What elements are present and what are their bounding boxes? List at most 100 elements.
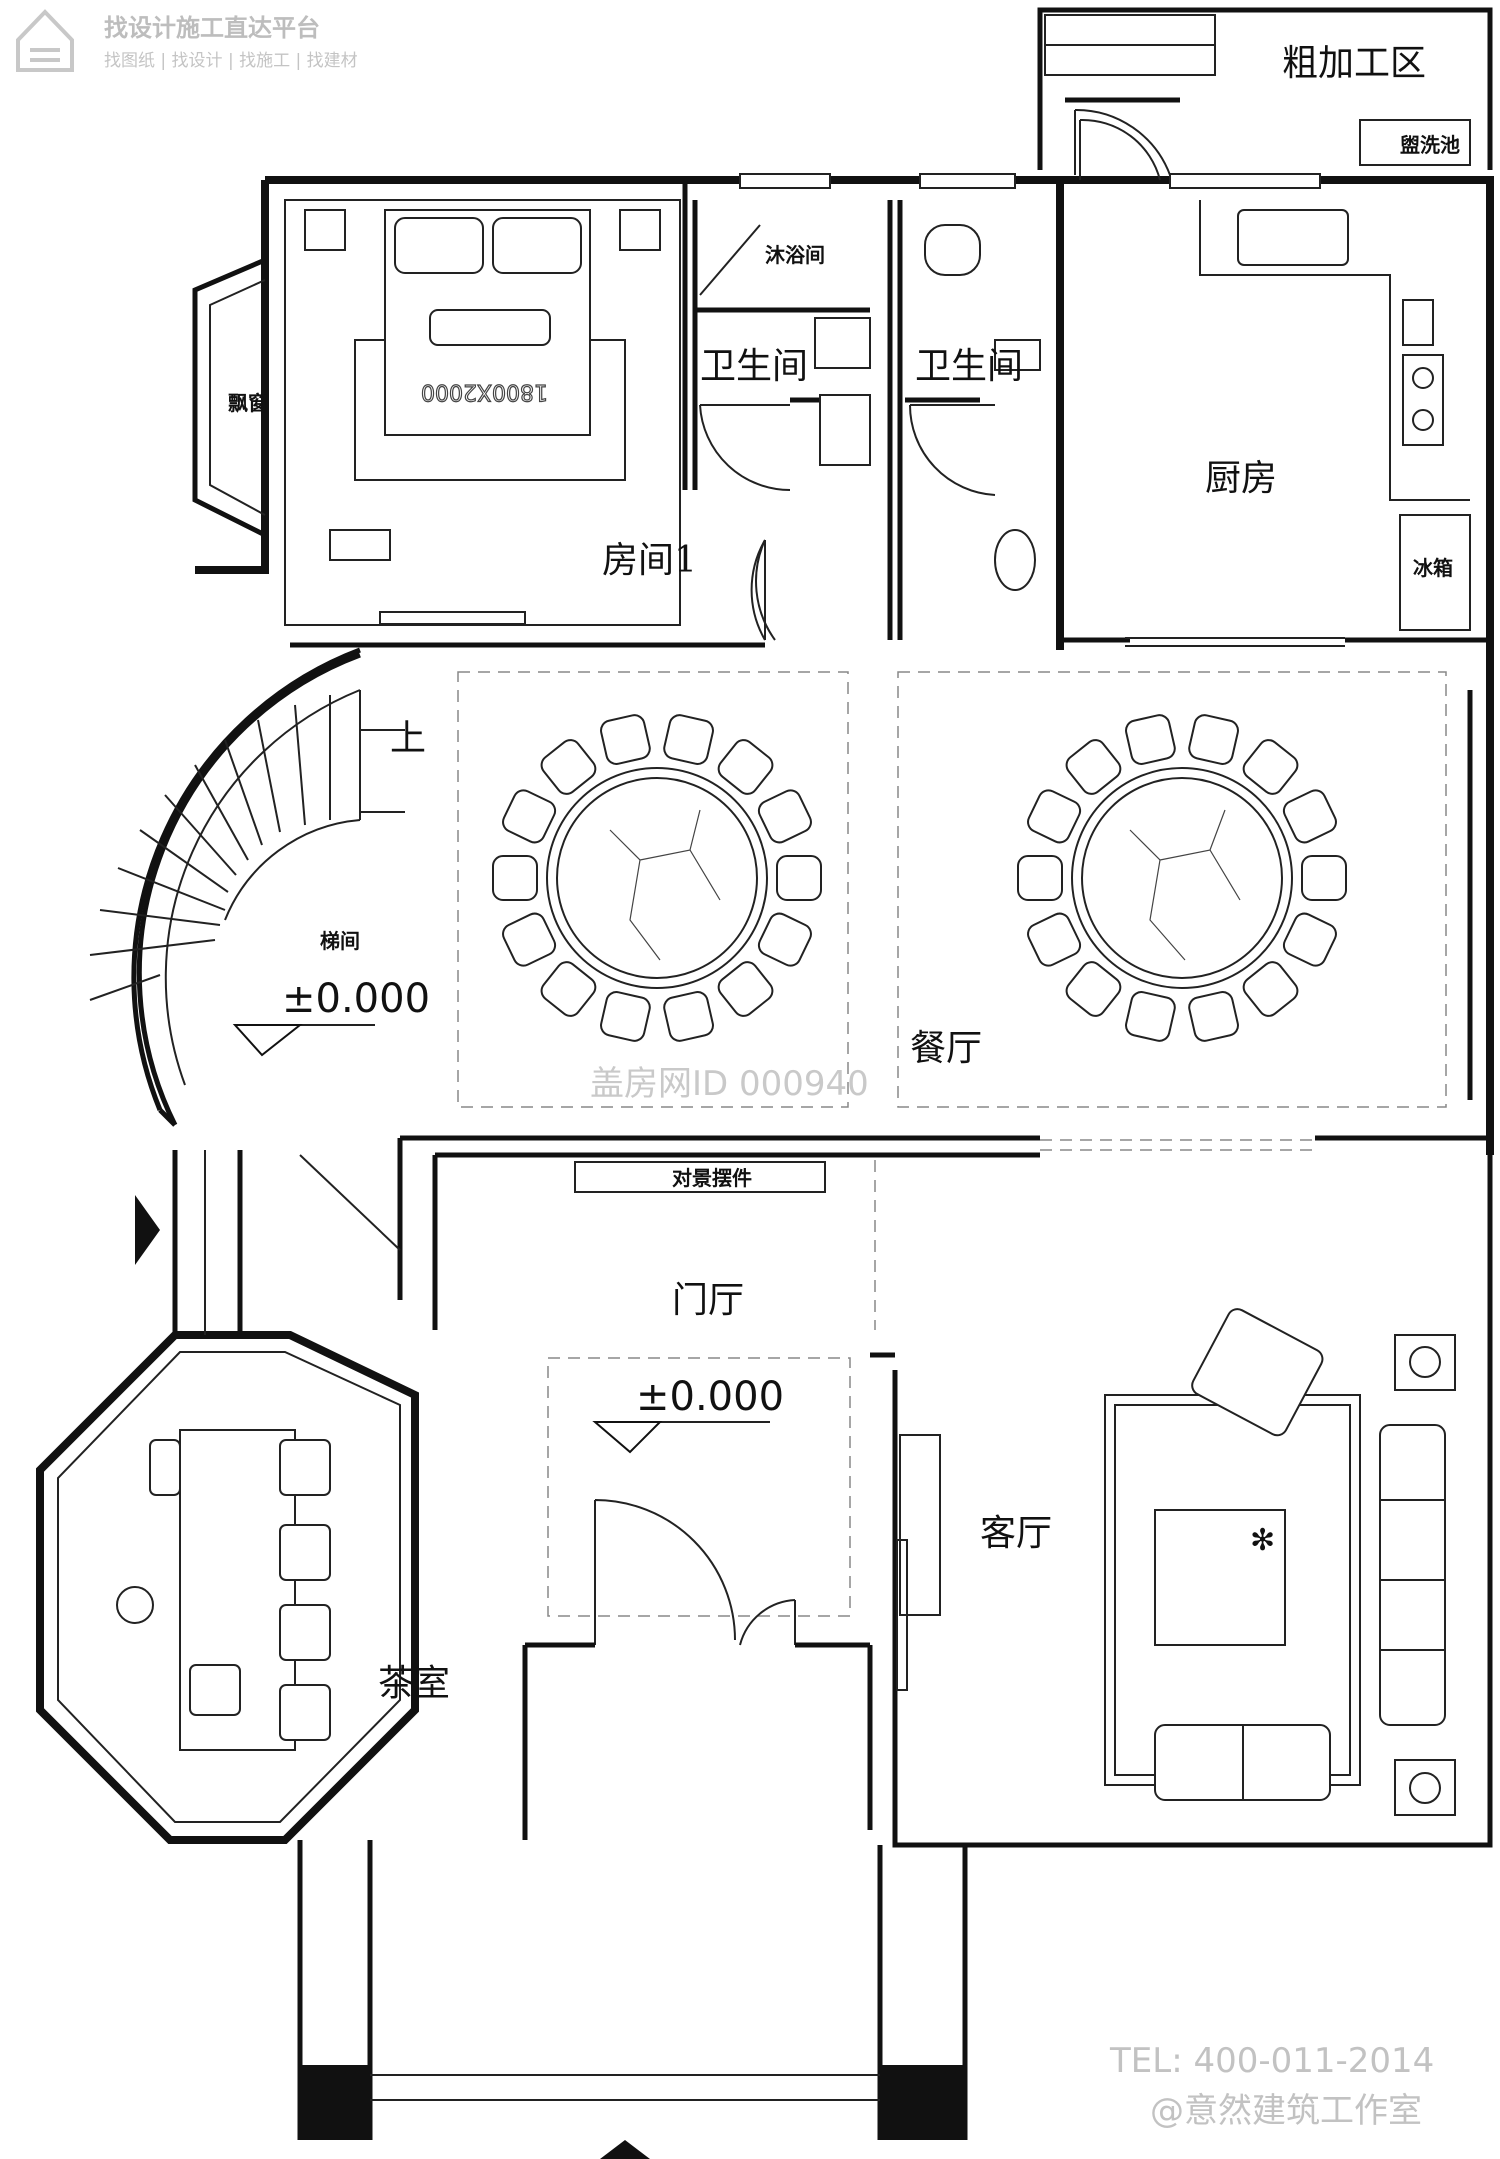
dining-zone-right bbox=[897, 671, 1447, 1108]
bed-size-label: 1800X2000 bbox=[421, 379, 548, 404]
foyer-label: 门厅 bbox=[672, 1280, 744, 1321]
dining-chair bbox=[1017, 855, 1063, 901]
bath1-label: 卫生间 bbox=[700, 346, 808, 387]
side-table-bottom bbox=[1394, 1759, 1456, 1816]
sink-label: 盥洗池 bbox=[1400, 133, 1460, 157]
kitchen-sink bbox=[1237, 209, 1349, 266]
dining-chair bbox=[1188, 991, 1239, 1042]
living-label: 客厅 bbox=[980, 1513, 1052, 1554]
dining-chair bbox=[540, 961, 597, 1017]
dining-chair bbox=[757, 789, 812, 844]
side-table-top bbox=[1394, 1334, 1456, 1391]
bathroom-2: 卫生间 bbox=[908, 224, 1041, 591]
dining-chair bbox=[663, 991, 714, 1042]
counter-sink bbox=[189, 1664, 241, 1716]
dining-chair bbox=[757, 912, 812, 967]
dining-chair bbox=[600, 991, 651, 1042]
dining-chairs-right bbox=[1017, 714, 1347, 1042]
dining-zone-left bbox=[457, 671, 849, 1108]
sofa-3-seat bbox=[1379, 1424, 1446, 1726]
dining-chair bbox=[492, 855, 538, 901]
appliance bbox=[1402, 299, 1434, 346]
nightstand-right bbox=[619, 209, 661, 251]
bedroom: 飘窗 1800X2000 房间1 bbox=[192, 199, 776, 641]
wash-sink bbox=[1359, 119, 1471, 166]
tap bbox=[994, 339, 1041, 371]
stair-up-label: 上 bbox=[390, 718, 426, 759]
dining-label: 餐厅 bbox=[910, 1028, 982, 1069]
dining-chair bbox=[1125, 991, 1176, 1042]
armchair bbox=[1191, 1308, 1324, 1437]
tv-cabinet bbox=[899, 1434, 941, 1616]
foyer-elevation: ±0.000 bbox=[636, 1374, 784, 1420]
stair-elevation: ±0.000 bbox=[282, 976, 430, 1022]
foyer-zone bbox=[547, 1357, 851, 1617]
dining-chair bbox=[1065, 739, 1122, 795]
dining-chair bbox=[1027, 789, 1082, 844]
bedroom-desk bbox=[329, 529, 391, 561]
tv-panel bbox=[896, 1539, 908, 1691]
entry-porch bbox=[135, 1195, 968, 2159]
dining-chair bbox=[1242, 739, 1299, 795]
logo-subtitle: 找图纸 | 找设计 | 找施工 | 找建材 bbox=[104, 51, 358, 71]
kitchen: 冰箱 厨房 bbox=[1079, 118, 1471, 631]
nightstand-left bbox=[304, 209, 346, 251]
screen-label: 对景摆件 bbox=[672, 1166, 752, 1190]
feature-screen bbox=[574, 1161, 826, 1193]
kitchen-label: 厨房 bbox=[1205, 458, 1277, 499]
toilet-1 bbox=[814, 317, 871, 369]
column-left bbox=[300, 2065, 370, 2140]
chair-1 bbox=[279, 1439, 331, 1496]
bay-window-label: 飘窗 bbox=[228, 391, 268, 415]
watermark-tel: TEL: 400-011-2014 bbox=[1109, 2041, 1434, 2081]
fridge bbox=[1399, 514, 1471, 631]
watermark-studio: @意然建筑工作室 bbox=[1150, 2091, 1422, 2131]
house-logo-icon bbox=[16, 9, 74, 72]
bath2-label: 卫生间 bbox=[915, 346, 1023, 387]
upper-walls bbox=[195, 173, 1494, 1155]
dining-chair bbox=[1301, 855, 1347, 901]
dining-table-left bbox=[546, 767, 768, 989]
basin-2 bbox=[994, 529, 1036, 591]
dining-chair bbox=[663, 714, 714, 765]
living-room: 客厅 ✻ bbox=[870, 1155, 1493, 1848]
dining-chair bbox=[1065, 961, 1122, 1017]
column-right bbox=[880, 2065, 965, 2140]
dining-chair bbox=[1242, 961, 1299, 1017]
dining-chair bbox=[1188, 714, 1239, 765]
dining-chair bbox=[776, 855, 822, 901]
stairwell-label: 梯间 bbox=[320, 929, 360, 953]
person-figure bbox=[116, 1586, 154, 1624]
chair-2 bbox=[279, 1524, 331, 1581]
dining-chairs-left bbox=[492, 714, 822, 1042]
fridge-label: 冰箱 bbox=[1413, 556, 1453, 580]
chair-3 bbox=[279, 1604, 331, 1661]
side-entrance-arrow-icon bbox=[135, 1195, 160, 1265]
dining-room: 餐厅 bbox=[400, 671, 1490, 1151]
chair-4 bbox=[279, 1684, 331, 1741]
dining-chair bbox=[540, 739, 597, 795]
dining-chair bbox=[1282, 789, 1337, 844]
spiral-stair: 上 梯间 ±0.000 bbox=[89, 647, 430, 1127]
stool-1 bbox=[149, 1439, 181, 1496]
entrance-arrow-icon bbox=[600, 2140, 650, 2159]
logo-title: 找设计施工直达平台 bbox=[104, 14, 320, 42]
tea-room-label: 茶室 bbox=[378, 1663, 450, 1704]
flower-icon: ✻ bbox=[1250, 1523, 1275, 1558]
dining-chair bbox=[717, 739, 774, 795]
dining-chair bbox=[1125, 714, 1176, 765]
dining-chair bbox=[717, 961, 774, 1017]
basin-1 bbox=[819, 394, 871, 466]
bathroom-1: 沐浴间 卫生间 bbox=[695, 224, 871, 492]
watermark-id: 盖房网ID 000940 bbox=[590, 1064, 869, 1104]
wardrobe bbox=[379, 611, 526, 625]
dining-chair bbox=[1282, 912, 1337, 967]
dining-chair bbox=[502, 912, 557, 967]
dining-chair bbox=[1027, 912, 1082, 967]
dining-table-right bbox=[1071, 767, 1293, 989]
tea-room: 茶室 bbox=[36, 1150, 450, 1844]
coffee-table bbox=[1154, 1509, 1286, 1646]
dining-chair bbox=[502, 789, 557, 844]
prep-area: 盥洗池 粗加工区 bbox=[1037, 7, 1493, 176]
